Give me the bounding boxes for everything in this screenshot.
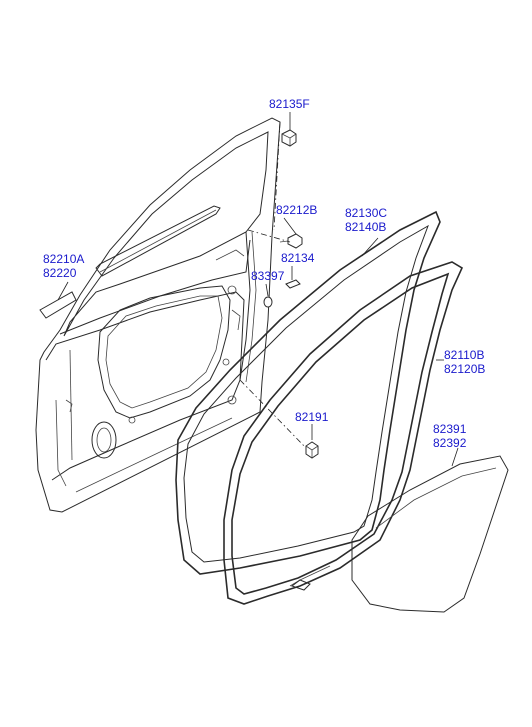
leader-lines <box>57 112 459 467</box>
callout-82135F: 82135F <box>269 97 310 111</box>
callout-82120B: 82120B <box>444 362 486 376</box>
callout-82134: 82134 <box>281 251 315 265</box>
callout-82130C: 82130C <box>345 206 388 220</box>
beltline-molding <box>39 205 221 319</box>
callout-82392: 82392 <box>433 436 467 450</box>
door-side-weatherstrip <box>175 210 441 575</box>
door-panel <box>35 117 281 513</box>
sealing-cover <box>351 455 509 613</box>
callout-82391: 82391 <box>433 422 467 436</box>
callout-82220: 82220 <box>43 266 77 280</box>
body-side-weatherstrip <box>223 261 464 605</box>
callout-82140B: 82140B <box>345 220 387 234</box>
callout-82110B: 82110B <box>444 348 485 362</box>
callout-82210A: 82210A <box>43 252 85 266</box>
callout-82191: 82191 <box>295 410 329 424</box>
callout-83397: 83397 <box>251 269 285 283</box>
callout-82212B: 82212B <box>276 203 318 217</box>
hardware-parts <box>263 129 319 459</box>
